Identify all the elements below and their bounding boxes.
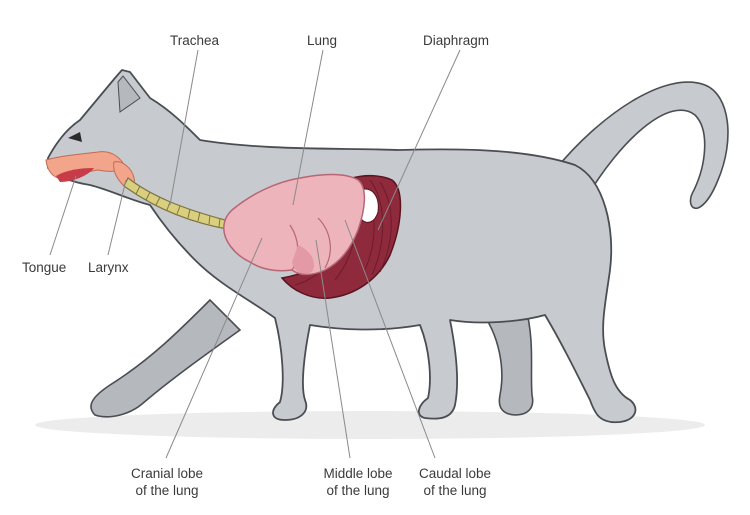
label-trachea: Trachea (170, 33, 220, 48)
label-cranial-lobe: Cranial lobe of the lung (108, 465, 226, 499)
label-diaphragm: Diaphragm (423, 33, 490, 48)
mouth-cavity (45, 151, 127, 179)
inner-ear (117, 75, 141, 113)
ground-shadow (35, 411, 705, 439)
far-hind-leg (478, 304, 534, 416)
label-caudal-lobe-line1: Caudal lobe (418, 466, 492, 481)
label-middle-lobe: Middle lobe of the lung (308, 465, 408, 499)
label-cranial-lobe-line1: Cranial lobe (130, 466, 204, 481)
label-middle-lobe-line1: Middle lobe (323, 466, 393, 481)
label-lung: Lung (307, 33, 338, 48)
leader-lines (49, 49, 461, 459)
label-middle-lobe-line2: of the lung (326, 483, 390, 498)
label-larynx: Larynx (88, 260, 129, 275)
tongue-shape (56, 168, 94, 182)
label-caudal-lobe-line2: of the lung (423, 483, 487, 498)
eye (68, 132, 82, 142)
lung-shade (292, 245, 315, 274)
lung-lobe-divider-2 (317, 217, 331, 269)
label-cranial-lobe-line2: of the lung (135, 483, 199, 498)
label-caudal-lobe: Caudal lobe of the lung (405, 465, 505, 499)
label-tongue: Tongue (22, 260, 67, 275)
far-front-leg (90, 298, 242, 418)
lung-shape (223, 173, 366, 276)
tail (553, 81, 729, 210)
trachea-rings (135, 185, 221, 228)
